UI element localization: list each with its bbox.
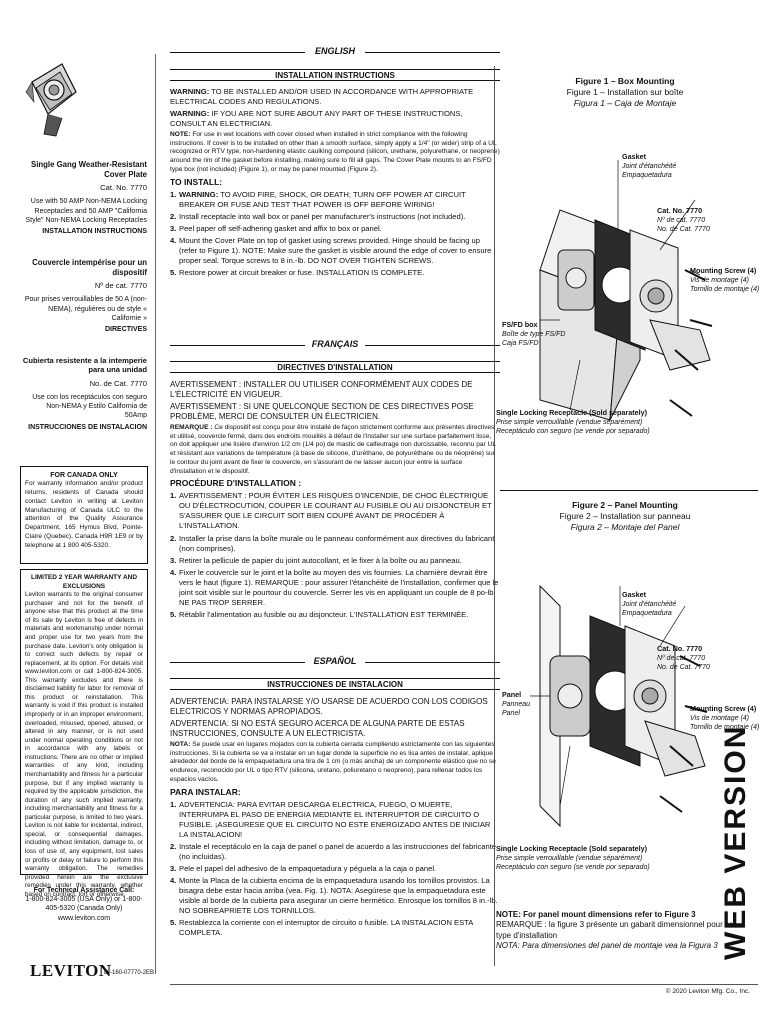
- cat-number-fr: Nº de cat. 7770: [94, 281, 147, 291]
- cat-number-es: No. de Cat. 7770: [89, 378, 147, 388]
- english-body: WARNING: TO BE INSTALLED AND/OR USED IN …: [170, 87, 500, 277]
- product-illustration: [22, 52, 78, 138]
- document-number: DI-160-07770-2EB: [104, 970, 155, 976]
- figure-2-drawing: [500, 546, 730, 846]
- spanish-body: ADVERTENCIA: PARA INSTALARSE Y/O USARSE …: [170, 697, 500, 940]
- figure-1-drawing: [500, 120, 760, 450]
- canada-title: FOR CANADA ONLY: [50, 472, 118, 479]
- leviton-logo: LEVITON: [30, 961, 112, 980]
- spanish-step: 1.ADVERTENCIA: PARA EVITAR DESCARGA ELEC…: [170, 799, 491, 839]
- french-instructions-title: DIRECTIVES D'INSTALLATION: [170, 361, 500, 373]
- canada-text: For warranty information and/or product …: [25, 480, 143, 549]
- fig2-receptacle-label: Single Locking Receptacle (Sold separate…: [496, 844, 650, 872]
- product-title-fr: Couvercle intempérise pour un dispositif: [32, 258, 147, 277]
- tech-assistance: For Technical Assistance Call: 1-800-824…: [20, 886, 148, 923]
- spanish-step: 2.Instale el receptáculo en la caja de p…: [170, 841, 497, 861]
- product-info-french: Couvercle intempérise pour un dispositif…: [22, 258, 147, 334]
- english-step: 5.Restore power at circuit breaker or fu…: [170, 267, 425, 277]
- english-instructions-title: INSTALLATION INSTRUCTIONS: [170, 69, 500, 81]
- warranty-text: Leviton warrants to the original consume…: [25, 591, 143, 898]
- french-step: 3.Retirer la pellicule de papier du join…: [170, 555, 462, 565]
- cat-number-en: Cat. No. 7770: [100, 183, 147, 193]
- use-with-en: Use with 50 AMP Non-NEMA Locking Recepta…: [25, 198, 147, 224]
- panel-mount-footnote: NOTE: For panel mount dimensions refer t…: [496, 910, 734, 951]
- spanish-step: 4.Monte la Placa de la cubierta encima d…: [170, 875, 498, 915]
- product-info-english: Single Gang Weather-Resistant Cover Plat…: [22, 160, 147, 236]
- tech-text: 1-800-824-3005 (USA Only) or 1-800-405-5…: [25, 896, 143, 922]
- fig2-screw-label: Mounting Screw (4)Vis de montage (4)Torn…: [690, 704, 760, 732]
- directives-label-fr: DIRECTIVES: [104, 326, 147, 334]
- figure-1-titles: Figure 1 – Box Mounting Figure 1 – Insta…: [566, 76, 684, 109]
- copyright: © 2020 Leviton Mfg. Co., Inc.: [665, 988, 750, 995]
- product-info-spanish: Cubierta resistente a la intemperie para…: [8, 356, 147, 432]
- figure-separator: [500, 490, 758, 491]
- french-step: 1.AVERTISSEMENT : POUR ÉVITER LES RISQUE…: [170, 491, 492, 531]
- product-title-en: Single Gang Weather-Resistant Cover Plat…: [31, 160, 147, 179]
- french-body: AVERTISSEMENT : INSTALLER OU UTILISER CO…: [170, 380, 499, 619]
- canada-box: FOR CANADA ONLY For warranty information…: [20, 466, 148, 564]
- english-step: 4.Mount the Cover Plate on top of gasket…: [170, 235, 492, 265]
- web-version-watermark: WEB VERSION: [719, 724, 752, 960]
- english-step: 3.Peel paper off self-adhering gasket an…: [170, 223, 382, 233]
- product-title-es: Cubierta resistente a la intemperie para…: [22, 356, 147, 375]
- right-divider: [494, 66, 495, 966]
- spanish-step: 5.Restablezca la corriente con el interr…: [170, 917, 473, 937]
- install-instructions-label-en: INSTALLATION INSTRUCTIONS: [42, 228, 147, 236]
- to-install-heading: TO INSTALL:: [170, 176, 223, 187]
- left-divider: [155, 54, 156, 974]
- spanish-instructions-title: INSTRUCCIONES DE INSTALACION: [170, 678, 500, 690]
- fig1-screw-label: Mounting Screw (4)Vis de montage (4)Torn…: [690, 266, 760, 294]
- bottom-rule: [170, 984, 758, 985]
- warranty-box: LIMITED 2 YEAR WARRANTY AND EXCLUSIONS L…: [20, 569, 148, 898]
- procedure-heading: PROCÉDURE D'INSTALLATION :: [170, 478, 302, 489]
- english-step: 1.WARNING: TO AVOID FIRE, SHOCK, OR DEAT…: [170, 189, 466, 209]
- warranty-title: LIMITED 2 YEAR WARRANTY AND EXCLUSIONS: [30, 574, 138, 590]
- figure-2-titles: Figure 2 – Panel Mounting Figure 2 – Ins…: [559, 500, 691, 533]
- english-header: ENGLISH: [170, 46, 500, 58]
- spanish-header: ESPAÑOL: [170, 656, 500, 668]
- tech-title: For Technical Assistance Call:: [33, 887, 135, 894]
- french-step: 5.Rétablir l'alimentation au fusible ou …: [170, 609, 469, 619]
- install-instructions-label-es: INSTRUCCIONES DE INSTALACION: [28, 423, 147, 431]
- fig1-receptacle-label: Single Locking Receptacle (Sold separate…: [496, 408, 650, 436]
- english-step: 2.Install receptacle into wall box or pa…: [170, 211, 466, 221]
- use-with-fr: Pour prises verrouillables de 50 A (non-…: [24, 296, 147, 322]
- use-with-es: Use con los receptáculos con seguro Non-…: [32, 393, 147, 420]
- para-instalar-heading: PARA INSTALAR:: [170, 786, 241, 797]
- french-step: 4.Fixer le couvercle sur le joint et la …: [170, 567, 499, 607]
- french-header: FRANÇAIS: [170, 339, 500, 351]
- french-step: 2.Installer la prise dans la boîte mural…: [170, 533, 495, 553]
- spanish-step: 3.Pele el papel del adhesivo de la empaq…: [170, 863, 437, 873]
